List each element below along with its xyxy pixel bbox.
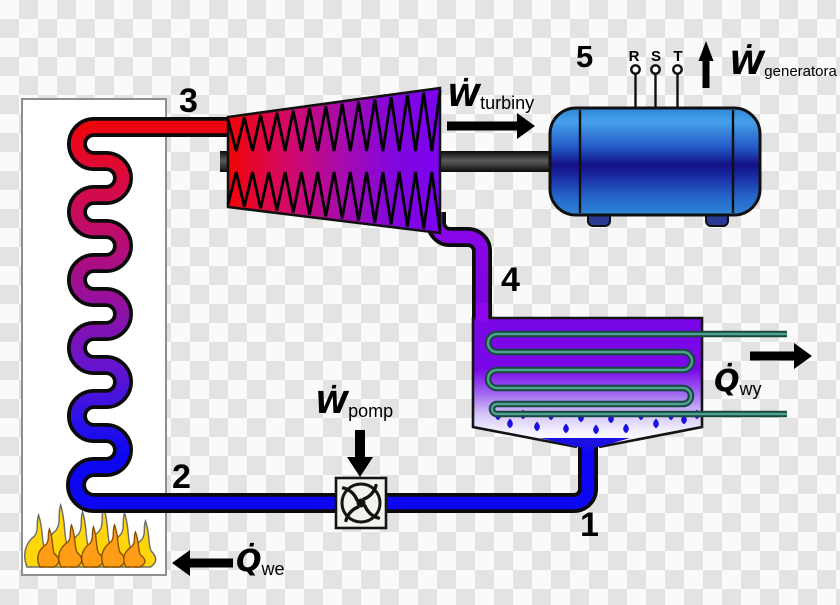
terminal-t (672, 64, 683, 75)
droplet-icon (563, 423, 569, 434)
label-point-3: 3 (179, 82, 198, 120)
pump-blade-icon (363, 504, 381, 520)
label-w-generatora: Ẇgeneratora (729, 44, 838, 82)
coil-pipe-fill (69, 120, 595, 510)
label-point-1: 1 (580, 506, 599, 544)
q-we-arrow-icon (172, 550, 233, 576)
condenser (471, 303, 787, 449)
condenser-wall (471, 316, 704, 449)
boiler-coil (66, 117, 598, 513)
label-q-we: Q̇we (236, 544, 285, 579)
condenser-body (473, 318, 702, 447)
pump (334, 476, 388, 530)
label-point-5: 5 (576, 39, 593, 74)
label-terminal-t: T (673, 48, 682, 65)
q-wy-arrow-icon (750, 343, 812, 369)
droplet-icon (653, 418, 659, 429)
w-pomp-arrow-icon (347, 430, 373, 477)
pump-rotor (341, 483, 381, 523)
label-terminal-s: S (651, 48, 661, 65)
droplet-icon (507, 418, 513, 429)
pump-blade-icon (362, 483, 378, 501)
generator-body (548, 106, 762, 217)
generator (548, 64, 762, 227)
turbine-exhaust-pipe (426, 212, 492, 320)
flame-orange-icon (123, 530, 146, 568)
terminal-r (630, 64, 641, 75)
label-w-turbiny: Ẇturbiny (447, 78, 534, 114)
label-q-wy: Q̇wy (714, 364, 762, 399)
pump-casing-circle (340, 482, 382, 524)
w-generatora-arrow-icon (698, 41, 714, 88)
energy-arrows (172, 41, 812, 576)
label-point-4: 4 (501, 261, 520, 299)
label-terminal-r: R (629, 48, 640, 65)
pump-hub (356, 498, 366, 508)
droplet-icon (534, 421, 540, 432)
labels: 3 2 1 4 5 R S T Ẇturbiny Ẇgeneratora Ẇpo… (172, 39, 838, 579)
droplet-icon (593, 424, 599, 435)
pump-blade-icon (344, 505, 360, 523)
label-point-2: 2 (172, 458, 191, 496)
condensate-water (540, 438, 630, 447)
w-turbiny-arrow-icon (447, 113, 535, 139)
terminal-s (650, 64, 661, 75)
cooling-coil-fill (486, 332, 787, 416)
flames (24, 502, 157, 568)
turbine-blade-zigzag-top (226, 90, 442, 152)
droplet-icon (623, 423, 629, 434)
label-w-pomp: Ẇpomp (315, 385, 393, 421)
cooling-coil (484, 330, 787, 418)
turbine-blades (226, 90, 442, 231)
turbine-blade-zigzag-bottom (226, 171, 442, 231)
turbine (226, 86, 442, 235)
pump-blade-icon (341, 486, 359, 502)
